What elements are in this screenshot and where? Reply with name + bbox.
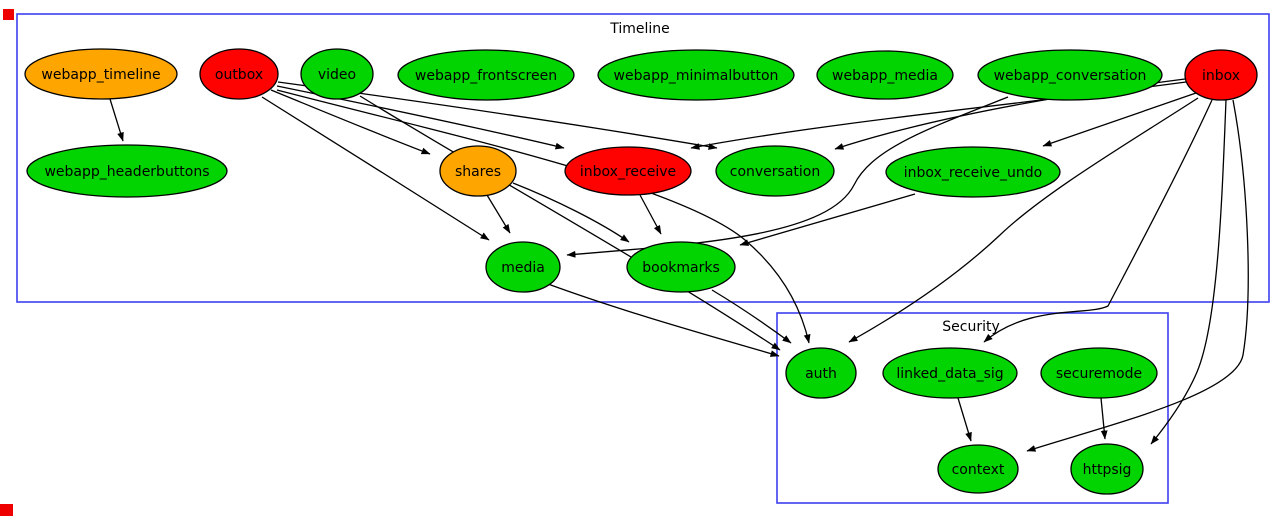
edge-inbox-to-context — [1026, 99, 1249, 452]
node-auth — [785, 347, 857, 399]
node-webapp_minimalbutton — [597, 49, 795, 101]
node-webapp_conversation — [977, 49, 1163, 101]
edge-outbox-to-media — [261, 96, 490, 241]
node-layer: webapp_timeline webapp_headerbuttons outbo… — [24, 48, 1258, 495]
edge-video-to-auth — [359, 95, 781, 351]
node-inbox_receive_undo — [885, 146, 1061, 198]
cluster-label-security: Security — [942, 319, 1000, 335]
edge-bookmarks-to-auth — [711, 289, 792, 344]
cluster-label-timeline: Timeline — [609, 21, 670, 37]
node-label-conversation: conversation — [730, 164, 820, 180]
node-label-securemode: securemode — [1056, 366, 1142, 382]
screen-marker-bottom-left — [0, 504, 13, 516]
node-label-webapp_frontscreen: webapp_frontscreen — [415, 68, 557, 84]
edge-webapp_timeline-to-webapp_headerbuttons — [109, 98, 124, 142]
node-label-inbox_receive_undo: inbox_receive_undo — [904, 165, 1042, 181]
node-label-bookmarks: bookmarks — [642, 260, 720, 276]
node-label-httpsig: httpsig — [1083, 462, 1132, 478]
edge-media-to-auth — [547, 283, 780, 357]
node-context — [937, 444, 1019, 494]
node-webapp_media — [816, 50, 954, 100]
node-label-webapp_media: webapp_media — [832, 68, 938, 84]
node-webapp_headerbuttons — [26, 144, 228, 198]
node-label-media: media — [501, 260, 545, 276]
node-label-context: context — [952, 462, 1005, 478]
edge-shares-to-bookmarks — [512, 182, 630, 243]
artifact-layer — [0, 9, 14, 516]
node-inbox — [1184, 49, 1258, 101]
node-label-linked_data_sig: linked_data_sig — [896, 366, 1003, 382]
node-securemode — [1040, 347, 1158, 399]
edge-inbox-to-httpsig — [1150, 99, 1227, 445]
node-conversation — [715, 145, 835, 197]
node-label-webapp_conversation: webapp_conversation — [994, 68, 1147, 84]
node-label-video: video — [318, 67, 356, 83]
node-bookmarks — [626, 241, 736, 293]
node-video — [300, 48, 374, 100]
node-httpsig — [1070, 443, 1144, 495]
edge-linked_data_sig-to-context — [957, 397, 972, 442]
node-linked_data_sig — [882, 347, 1018, 399]
node-label-webapp_timeline: webapp_timeline — [41, 67, 160, 83]
cluster-box-security — [776, 312, 1169, 504]
edge-outbox-to-auth — [276, 89, 811, 344]
node-label-outbox: outbox — [215, 67, 263, 83]
edge-inbox-to-auth — [848, 97, 1199, 343]
node-label-webapp_headerbuttons: webapp_headerbuttons — [44, 164, 209, 180]
node-label-inbox: inbox — [1202, 68, 1240, 84]
node-webapp_frontscreen — [397, 49, 575, 101]
node-shares — [439, 145, 517, 197]
edge-inbox-to-linked_data_sig — [983, 99, 1213, 343]
node-label-shares: shares — [455, 164, 501, 180]
screen-marker-top-left — [3, 9, 14, 20]
edge-securemode-to-httpsig — [1100, 397, 1108, 440]
node-inbox_receive — [564, 146, 692, 196]
edge-inbox_receive_undo-to-bookmarks — [739, 193, 916, 246]
edge-outbox-to-shares — [270, 89, 431, 155]
cluster-box-timeline — [16, 13, 1270, 303]
edge-inbox_receive-to-bookmarks — [639, 194, 662, 235]
node-webapp_timeline — [24, 48, 178, 100]
node-label-auth: auth — [805, 366, 837, 382]
node-outbox — [199, 48, 279, 100]
node-media — [485, 241, 561, 293]
node-label-webapp_minimalbutton: webapp_minimalbutton — [614, 68, 779, 84]
node-label-inbox_receive: inbox_receive — [580, 164, 676, 180]
edge-shares-to-media — [486, 194, 511, 234]
edge-inbox-to-inbox_receive_undo — [1042, 92, 1197, 147]
